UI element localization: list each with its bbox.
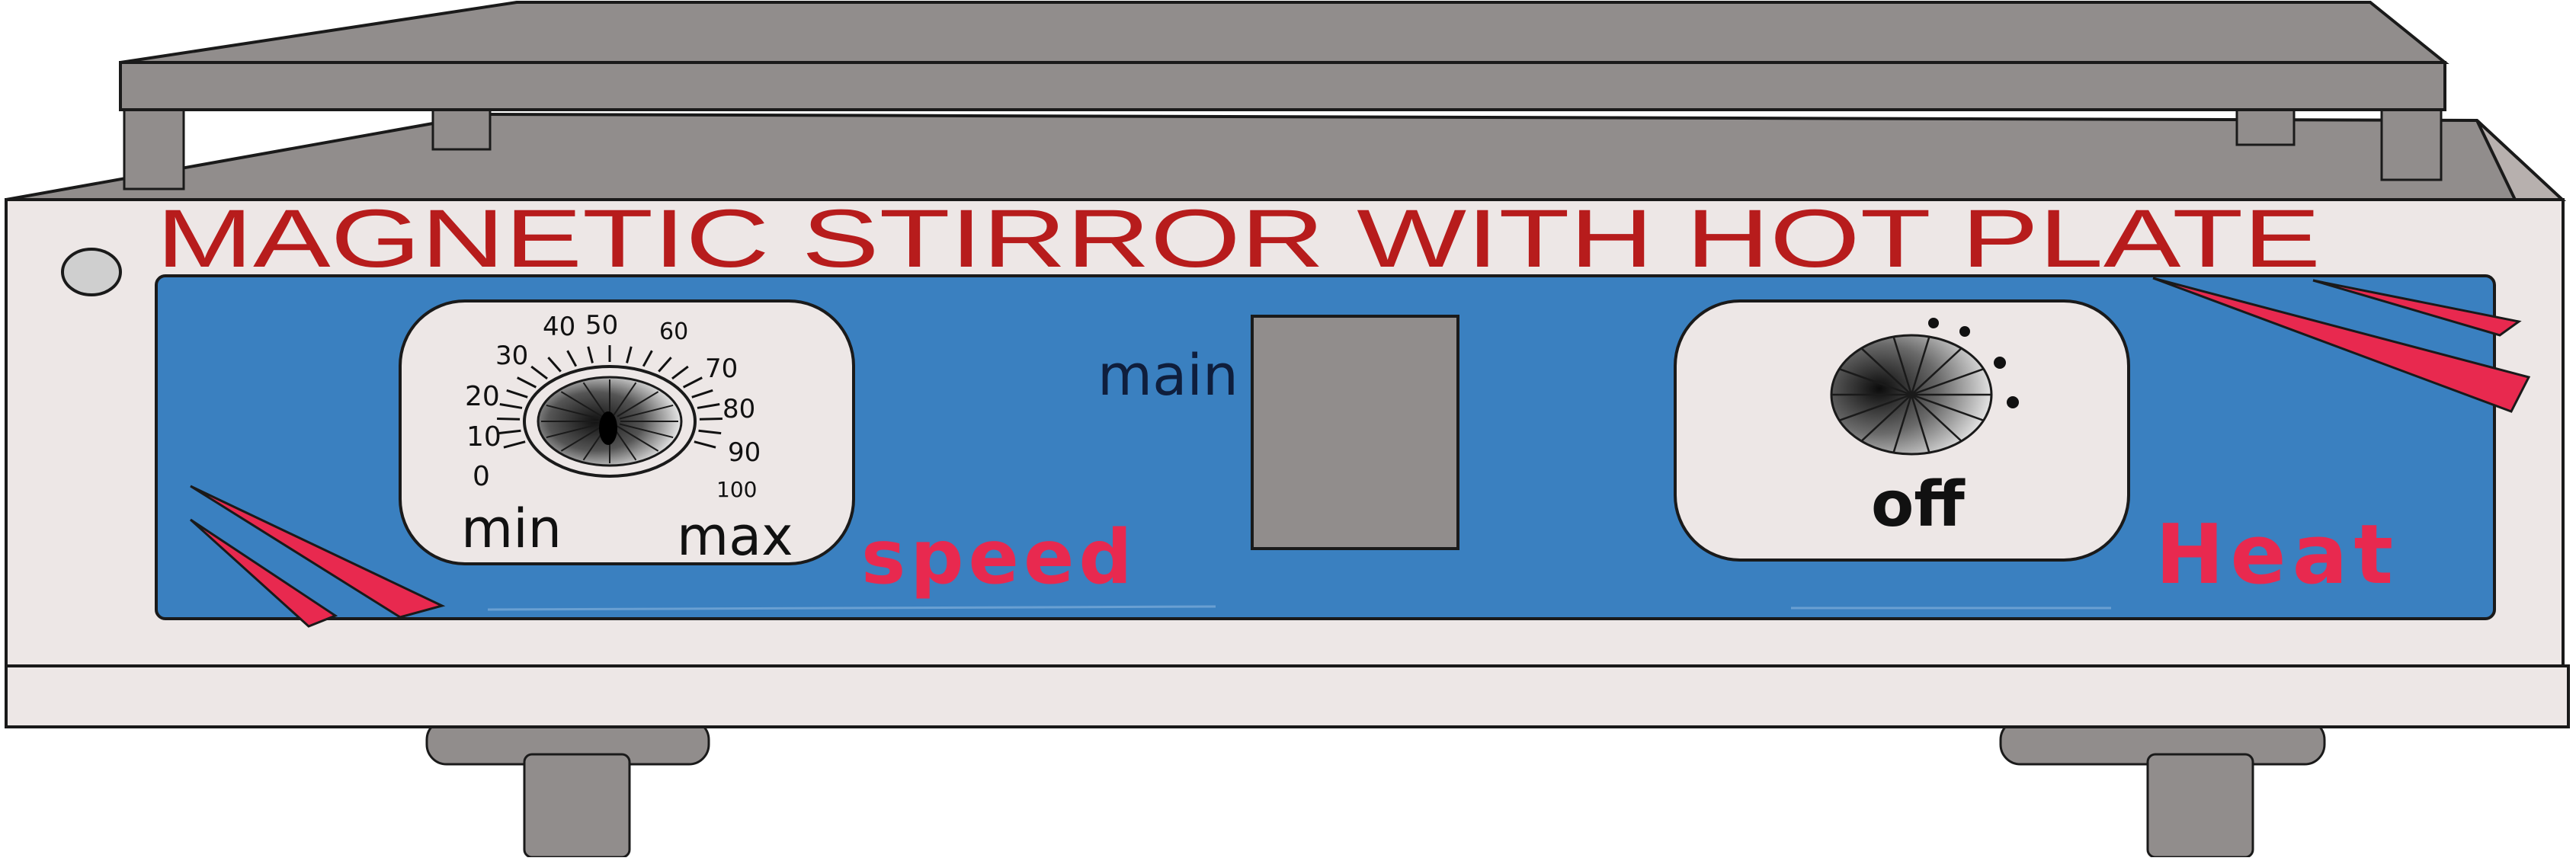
- hot-plate: [119, 0, 2449, 111]
- speed-tick: [682, 376, 703, 389]
- speed-scale: 0 10 20 30 40 50 60 70 80 90 100: [465, 310, 761, 502]
- speed-tick: [498, 429, 521, 435]
- speed-scale-label: 20: [465, 381, 500, 412]
- speed-tick: [671, 365, 689, 380]
- speed-tick: [626, 346, 633, 363]
- speed-tick: [547, 357, 562, 373]
- heat-state-label: off: [1871, 469, 1966, 541]
- speed-tick: [698, 429, 722, 435]
- device-base: [5, 664, 2570, 728]
- speed-tick: [642, 350, 653, 367]
- speed-scale-label: 80: [722, 394, 755, 424]
- speed-min-label: min: [461, 498, 562, 560]
- speed-tick: [697, 403, 720, 409]
- speed-scale-label: 60: [659, 318, 688, 345]
- main-display-screen: [1251, 315, 1459, 550]
- speed-label: speed: [861, 514, 1137, 601]
- speed-scale-label: 30: [495, 341, 528, 371]
- speed-tick: [499, 403, 523, 409]
- speed-scale-label: 10: [466, 421, 501, 453]
- speed-tick: [566, 350, 578, 367]
- device-top-surface: [5, 112, 2567, 201]
- indicator-lamp: [61, 248, 122, 296]
- speed-scale-label: 100: [716, 477, 757, 502]
- speed-knob[interactable]: [523, 365, 697, 478]
- right-accent-stripes: [2152, 277, 2531, 413]
- speed-scale-label: 0: [473, 461, 490, 492]
- speed-tick: [497, 418, 521, 421]
- device-title: MAGNETIC STIRROR WITH HOT PLATE: [156, 192, 2321, 284]
- speed-scale-label: 70: [705, 354, 738, 384]
- heat-label: Heat: [2155, 507, 2399, 603]
- speed-tick: [506, 389, 528, 398]
- speed-tick: [694, 440, 716, 449]
- speed-tick: [658, 357, 672, 373]
- speed-dial-ticks: [497, 345, 722, 449]
- speed-scale-label: 40: [543, 312, 575, 342]
- speed-tick: [699, 418, 722, 421]
- panel-line-left: [487, 605, 1216, 611]
- heat-level-dots: [1928, 318, 2019, 408]
- speed-knob-indicator: [599, 411, 617, 445]
- speed-tick: [517, 376, 537, 389]
- speed-tick: [503, 440, 526, 449]
- heat-knob[interactable]: [1830, 334, 1993, 456]
- right-foot: [1999, 719, 2326, 859]
- speed-tick: [530, 365, 548, 380]
- speed-tick: [691, 389, 713, 398]
- speed-tick: [587, 346, 594, 363]
- speed-max-label: max: [677, 505, 793, 568]
- speed-scale-label: 90: [728, 437, 761, 468]
- speed-scale-label: 50: [585, 310, 618, 341]
- left-foot: [425, 719, 710, 859]
- left-accent-stripes: [189, 485, 446, 628]
- main-label: main: [1097, 343, 1238, 408]
